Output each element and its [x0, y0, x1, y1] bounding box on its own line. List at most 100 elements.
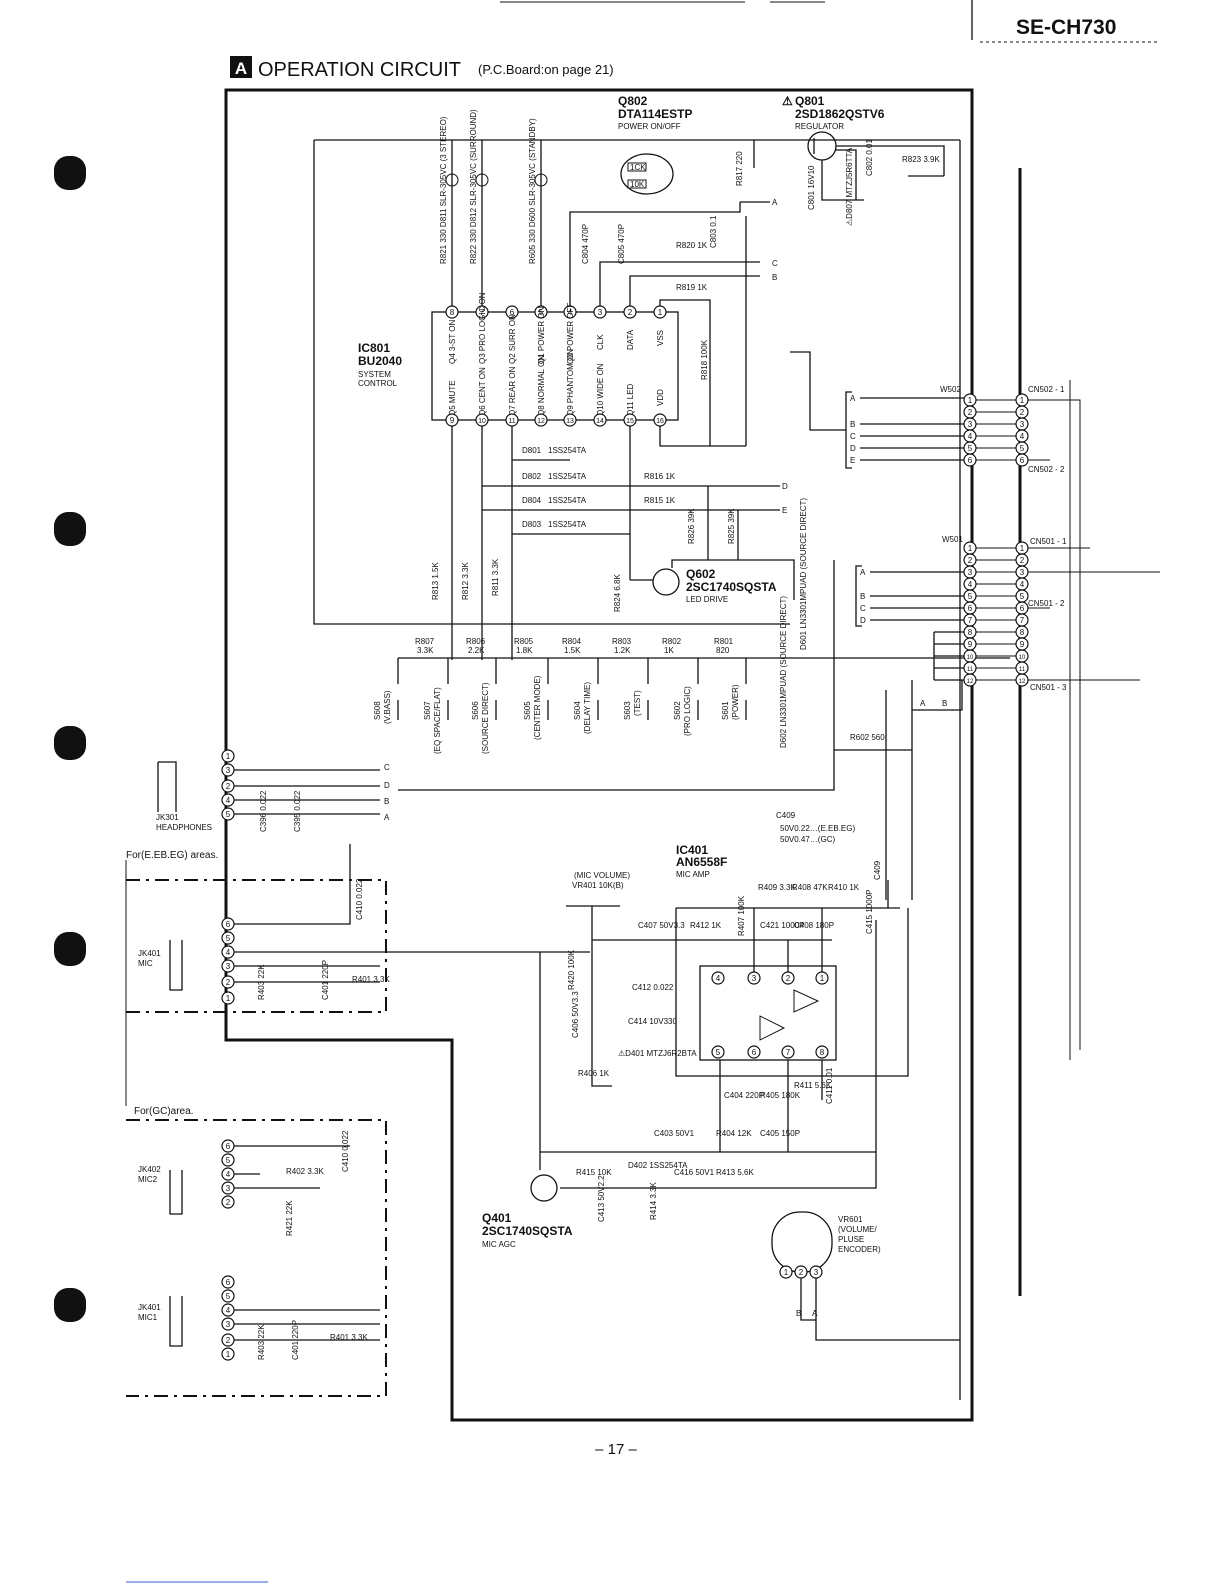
section-title: OPERATION CIRCUIT	[258, 59, 461, 81]
svg-text:⚠D401 MTZJ6R2BTA: ⚠D401 MTZJ6R2BTA	[618, 1049, 697, 1058]
svg-text:5: 5	[226, 1156, 231, 1165]
svg-text:8: 8	[820, 1048, 825, 1057]
cn501-pins: 1 2 3 4 5 6 7 8 9 10 11 12	[1015, 541, 1029, 687]
svg-text:2.2K: 2.2K	[468, 646, 485, 655]
svg-text:CN501 - 2: CN501 - 2	[1028, 599, 1065, 608]
svg-text:Q5 MUTE: Q5 MUTE	[448, 380, 457, 416]
svg-text:A: A	[920, 699, 926, 708]
w501-pins: 1 2 3 4 5 6 7 8 9 10 11 12	[963, 541, 977, 687]
svg-text:1: 1	[968, 544, 973, 553]
svg-text:C408 180P: C408 180P	[794, 921, 834, 930]
svg-text:R415 10K: R415 10K	[576, 1168, 612, 1177]
svg-text:Q6 CENT ON: Q6 CENT ON	[478, 367, 487, 416]
svg-text:R410 1K: R410 1K	[828, 883, 860, 892]
svg-text:3: 3	[226, 1320, 231, 1329]
svg-text:13: 13	[566, 418, 574, 425]
svg-text:R815 1K: R815 1K	[644, 496, 676, 505]
opamp-a	[793, 989, 820, 1013]
svg-text:MIC1: MIC1	[138, 1313, 158, 1322]
svg-text:C403 50V1: C403 50V1	[654, 1129, 695, 1138]
svg-text:B: B	[860, 592, 865, 601]
svg-text:D802: D802	[522, 472, 542, 481]
svg-text:C409: C409	[776, 811, 796, 820]
svg-text:CN501 - 1: CN501 - 1	[1030, 537, 1067, 546]
svg-text:C401 220P: C401 220P	[321, 960, 330, 1000]
svg-text:2: 2	[226, 978, 231, 987]
svg-text:S603: S603	[623, 701, 632, 720]
svg-text:C406 50V3.3: C406 50V3.3	[571, 991, 580, 1038]
svg-text:6: 6	[752, 1048, 757, 1057]
cn502-pins: 1 2 3 4 5 6	[1015, 393, 1029, 467]
svg-text:DATA: DATA	[626, 329, 635, 350]
svg-text:7: 7	[968, 616, 973, 625]
svg-text:B: B	[850, 420, 855, 429]
svg-text:C: C	[772, 259, 778, 268]
svg-text:15: 15	[626, 418, 634, 425]
svg-text:2: 2	[786, 974, 791, 983]
svg-text:8: 8	[450, 308, 455, 317]
svg-text:6: 6	[968, 456, 973, 465]
svg-text:6: 6	[1020, 456, 1025, 465]
svg-text:JK401: JK401	[138, 949, 161, 958]
svg-text:Q10 WIDE ON: Q10 WIDE ON	[596, 363, 605, 416]
svg-text:14: 14	[596, 418, 604, 425]
svg-text:D804: D804	[522, 496, 542, 505]
svg-text:D: D	[384, 781, 390, 790]
svg-text:11: 11	[967, 667, 974, 673]
svg-text:C: C	[384, 763, 390, 772]
svg-text:4: 4	[226, 948, 231, 957]
svg-text:4: 4	[1020, 580, 1025, 589]
svg-text:3: 3	[1020, 420, 1025, 429]
svg-text:2: 2	[968, 556, 973, 565]
svg-text:2: 2	[226, 782, 231, 791]
svg-text:R822 330 D812 SLR-305VC (SUR: R822 330 D812 SLR-305VC (SURROUND)	[469, 109, 478, 264]
svg-text:C421 1000P: C421 1000P	[760, 921, 804, 930]
svg-text:B: B	[796, 1309, 801, 1318]
svg-text:10: 10	[1019, 655, 1026, 661]
svg-text:R803: R803	[612, 637, 632, 646]
svg-text:C407 50V3.3: C407 50V3.3	[638, 921, 685, 930]
svg-text:3: 3	[752, 974, 757, 983]
binder-holes	[54, 156, 86, 1322]
svg-text:JK301: JK301	[156, 813, 179, 822]
svg-text:C401 220P: C401 220P	[291, 1320, 300, 1360]
svg-text:5: 5	[968, 444, 973, 453]
svg-text:R412 1K: R412 1K	[690, 921, 722, 930]
q801-part: 2SD1862QSTV6	[795, 107, 885, 121]
svg-text:5: 5	[716, 1048, 721, 1057]
svg-text:R818 100K: R818 100K	[700, 339, 709, 380]
q602-role: LED DRIVE	[686, 595, 728, 604]
svg-text:R411 5.6K: R411 5.6K	[794, 1081, 832, 1090]
svg-text:R602 560: R602 560	[850, 733, 885, 742]
svg-text:S606: S606	[471, 701, 480, 720]
svg-text:R407 100K: R407 100K	[737, 895, 746, 936]
svg-text:A: A	[812, 1309, 818, 1318]
svg-text:7: 7	[786, 1048, 791, 1057]
svg-text:E: E	[850, 456, 855, 465]
svg-text:(V.BASS): (V.BASS)	[383, 690, 392, 724]
svg-text:2: 2	[799, 1268, 804, 1277]
svg-text:R401 3.3K: R401 3.3K	[352, 975, 390, 984]
svg-text:3: 3	[1020, 568, 1025, 577]
svg-text:D602 LN3301MPUAD (SOURCE DIREC: D602 LN3301MPUAD (SOURCE DIRECT)	[779, 596, 788, 748]
svg-text:5: 5	[1020, 592, 1025, 601]
svg-text:R403 22K: R403 22K	[257, 1324, 266, 1360]
svg-text:(EQ SPACE/FLAT): (EQ SPACE/FLAT)	[433, 687, 442, 754]
svg-text:6: 6	[226, 920, 231, 929]
svg-text:1SS254TA: 1SS254TA	[548, 520, 587, 529]
svg-text:VR401 10K(B): VR401 10K(B)	[572, 881, 624, 890]
led-d812: R822 330 D812 SLR-305VC (SURROUND)	[469, 109, 489, 312]
svg-text:2: 2	[226, 1336, 231, 1345]
ic401-part: AN6558F	[676, 855, 727, 869]
svg-text:1: 1	[784, 1268, 789, 1277]
svg-text:JK401: JK401	[138, 1303, 161, 1312]
svg-text:R605 330 D600 SLR-305VC (STA: R605 330 D600 SLR-305VC (STANDBY)	[528, 118, 537, 264]
svg-text:S605: S605	[523, 701, 532, 720]
svg-text:D: D	[860, 616, 866, 625]
svg-text:9: 9	[1020, 640, 1025, 649]
svg-text:D: D	[850, 444, 856, 453]
svg-text:VR601: VR601	[838, 1215, 863, 1224]
vr601-body	[771, 1211, 833, 1273]
